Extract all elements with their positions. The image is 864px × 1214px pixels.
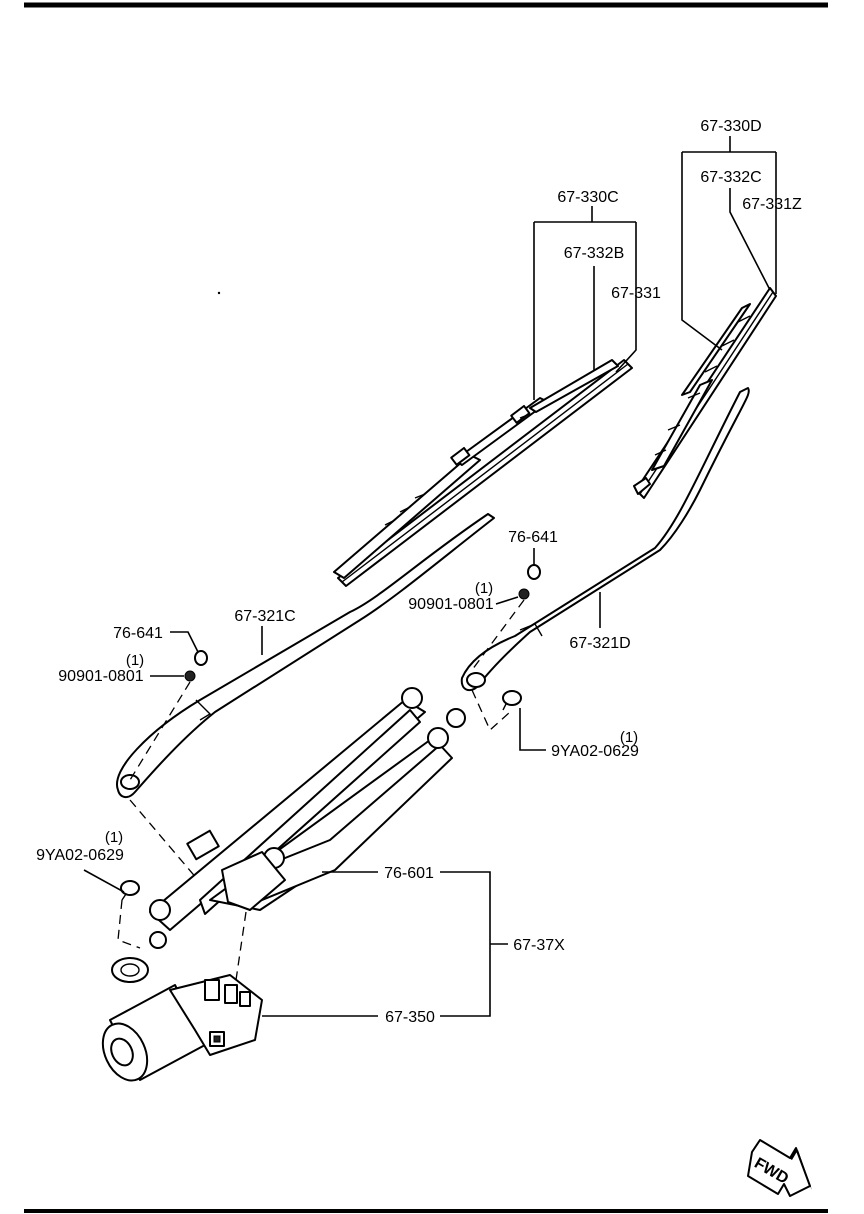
leader-lines — [83, 136, 777, 1017]
dashed-guides — [117, 599, 525, 981]
cap-76-641-left — [194, 650, 208, 666]
label-76-641-left: 76-641 — [113, 625, 163, 642]
label-76-601: 76-601 — [384, 865, 434, 882]
right-wiper-blade — [633, 287, 777, 499]
labels: 67-330D 67-332C 67-331Z 67-330C 67-332B … — [36, 118, 802, 1026]
label-90901-0801-right: 90901-0801 — [408, 596, 494, 613]
bolt-9ya02-0629-right — [502, 690, 522, 711]
label-76-641-right: 76-641 — [508, 529, 558, 546]
wiper-motor — [101, 974, 263, 1082]
label-90901-0801-left-qty: (1) — [126, 652, 144, 669]
label-67-331z: 67-331Z — [742, 196, 802, 213]
label-67-331: 67-331 — [611, 285, 661, 302]
label-90901-0801-left: 90901-0801 — [58, 668, 144, 685]
cap-76-641-right — [527, 564, 541, 580]
label-67-37x: 67-37X — [513, 937, 565, 954]
stray-dot — [217, 291, 221, 295]
label-9ya02-0629-left-qty: (1) — [105, 829, 123, 846]
label-67-321d: 67-321D — [569, 635, 630, 652]
label-9ya02-0629-right: 9YA02-0629 — [551, 743, 639, 760]
left-wiper-arm — [115, 513, 495, 798]
label-90901-0801-right-qty: (1) — [475, 580, 493, 597]
right-wiper-arm — [460, 387, 750, 692]
label-67-332c: 67-332C — [700, 169, 761, 186]
left-wiper-blade — [333, 359, 633, 587]
label-67-330d: 67-330D — [700, 118, 761, 135]
bolt-9ya02-0629-left — [120, 880, 140, 901]
label-67-350: 67-350 — [385, 1009, 435, 1026]
nut-90901-0801-left — [184, 670, 196, 682]
label-67-332b: 67-332B — [564, 245, 625, 262]
nut-90901-0801-right — [518, 588, 530, 600]
label-9ya02-0629-left: 9YA02-0629 — [36, 847, 124, 864]
linkage-assembly — [111, 687, 466, 983]
label-9ya02-0629-right-qty: (1) — [620, 729, 638, 746]
label-67-330c: 67-330C — [557, 189, 618, 206]
fwd-arrow: FWD — [747, 1139, 812, 1197]
label-67-321c: 67-321C — [234, 608, 295, 625]
